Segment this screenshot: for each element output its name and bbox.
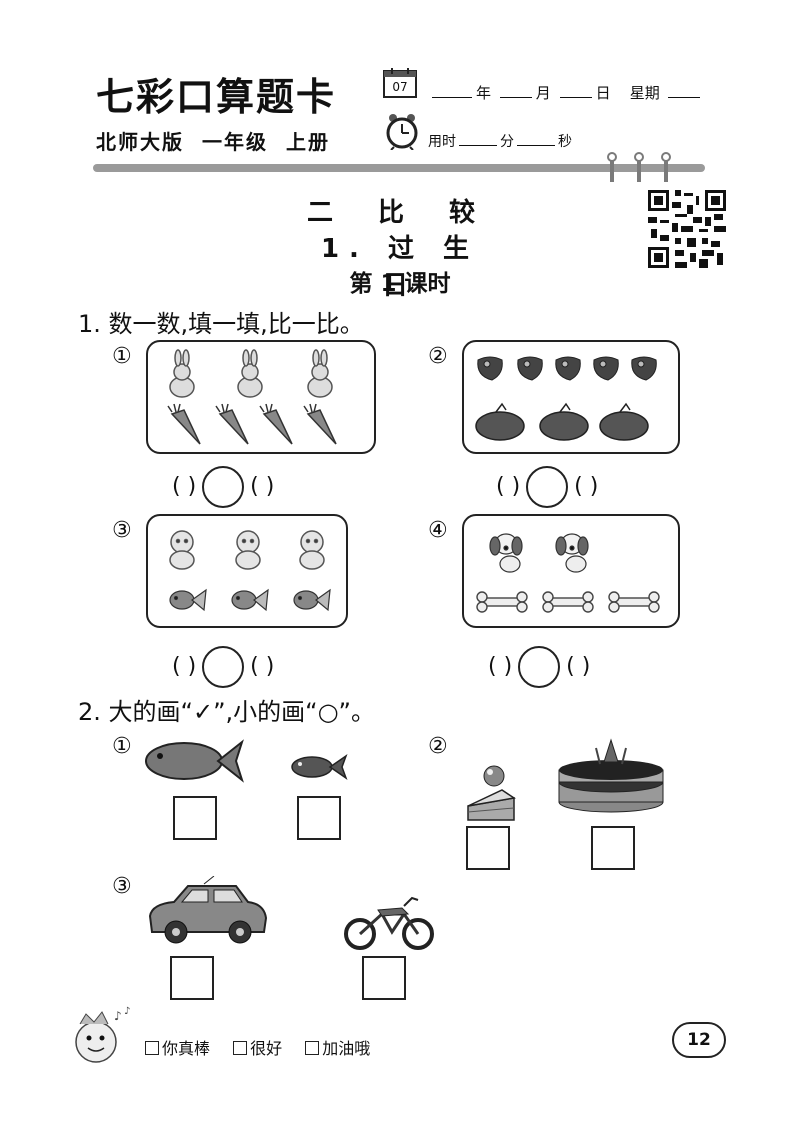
compare-circle[interactable] [202, 646, 245, 688]
puppy-icon [169, 530, 325, 570]
answer-box[interactable] [591, 826, 635, 870]
svg-text:♪: ♪ [124, 1006, 130, 1017]
answer-box[interactable] [362, 956, 406, 1000]
second-label: 秒 [558, 134, 572, 150]
answer-box[interactable] [466, 826, 510, 870]
answer-box[interactable] [297, 796, 341, 840]
qr-code-icon[interactable] [648, 190, 726, 268]
option-label: 很好 [250, 1039, 283, 1058]
checkbox[interactable] [233, 1041, 248, 1055]
lesson-title: 1. 过 生 日 [320, 234, 480, 301]
calendar-day: 07 [392, 80, 407, 94]
right-count-blank[interactable]: ( ) [250, 654, 275, 679]
left-count-blank[interactable]: ( ) [172, 474, 197, 499]
pepper-icon [477, 356, 657, 381]
self-assessment: 你真棒 很好 加油哦 [145, 1035, 388, 1059]
car-icon [144, 876, 268, 948]
picture-box-1 [146, 340, 376, 454]
calendar-icon: 07 [383, 68, 417, 98]
goldfish-icon [169, 588, 331, 612]
checkbox[interactable] [145, 1041, 159, 1055]
grade: 一年级 [202, 130, 268, 154]
item-marker: ② [428, 344, 448, 369]
dog-icon [489, 533, 589, 573]
item-marker: ② [428, 734, 448, 759]
compare-circle[interactable] [526, 466, 569, 508]
pin-icon [607, 152, 617, 182]
motorcycle-icon [342, 892, 436, 952]
big-cake-icon [556, 736, 666, 816]
picture-box-3 [146, 514, 348, 628]
left-count-blank[interactable]: ( ) [488, 654, 513, 679]
compare-row-4: ( ) ( ) [488, 646, 590, 688]
day-label: 日 [595, 84, 611, 102]
left-count-blank[interactable]: ( ) [172, 654, 197, 679]
year-label: 年 [476, 84, 492, 102]
unit-title: 二 比 较 [306, 198, 494, 228]
period-title: 第 1 课时 [349, 271, 451, 297]
time-line: 用时 分 秒 [428, 131, 572, 151]
compare-row-1: ( ) ( ) [172, 466, 274, 508]
compare-circle[interactable] [202, 466, 245, 508]
checkbox[interactable] [305, 1041, 320, 1055]
compare-row-2: ( ) ( ) [496, 466, 598, 508]
month-label: 月 [535, 84, 551, 102]
pin-icon [661, 152, 671, 182]
option-label: 你真棒 [162, 1039, 211, 1058]
carrot-icon [167, 403, 337, 445]
volume: 上册 [286, 130, 330, 154]
month-blank[interactable] [499, 97, 532, 98]
pin-icon [634, 152, 644, 182]
rabbit-icon [169, 349, 333, 398]
item-marker: ③ [112, 874, 132, 899]
right-count-blank[interactable]: ( ) [250, 474, 275, 499]
svg-text:♪: ♪ [114, 1009, 122, 1023]
small-fish-icon [290, 752, 348, 782]
question-2-prompt: 2. 大的画“✓”,小的画“○”。 [78, 698, 375, 726]
week-label: 星期 [629, 84, 660, 102]
item-marker: ① [112, 734, 132, 759]
compare-circle[interactable] [518, 646, 561, 688]
bone-icon [476, 591, 660, 613]
compare-row-3: ( ) ( ) [172, 646, 274, 688]
big-fish-icon [144, 736, 244, 786]
second-blank[interactable] [517, 145, 555, 146]
right-count-blank[interactable]: ( ) [574, 474, 599, 499]
week-blank[interactable] [668, 97, 701, 98]
year-blank[interactable] [432, 97, 472, 98]
time-label: 用时 [428, 134, 456, 150]
brand-title: 七彩口算题卡 [96, 74, 337, 119]
day-blank[interactable] [559, 97, 592, 98]
date-line: 年 月 日 星期 [428, 82, 704, 103]
cake-slice-icon [462, 756, 520, 824]
page-number: 12 [672, 1022, 726, 1058]
minute-label: 分 [500, 134, 514, 150]
picture-box-4 [462, 514, 680, 628]
edition-info: 北师大版一年级上册 [96, 126, 348, 155]
picture-box-2 [462, 340, 680, 454]
item-marker: ① [112, 344, 132, 369]
mascot-icon: ♪♪ [66, 1006, 136, 1072]
answer-box[interactable] [173, 796, 217, 840]
item-marker: ③ [112, 518, 132, 543]
header-divider [93, 164, 705, 172]
question-1-prompt: 1. 数一数,填一填,比一比。 [78, 310, 364, 338]
publisher: 北师大版 [96, 130, 184, 154]
option-label: 加油哦 [322, 1039, 371, 1058]
answer-box[interactable] [170, 956, 214, 1000]
item-marker: ④ [428, 518, 448, 543]
minute-blank[interactable] [459, 145, 497, 146]
right-count-blank[interactable]: ( ) [566, 654, 591, 679]
left-count-blank[interactable]: ( ) [496, 474, 521, 499]
eggplant-icon [475, 402, 649, 441]
clock-icon [384, 112, 420, 150]
